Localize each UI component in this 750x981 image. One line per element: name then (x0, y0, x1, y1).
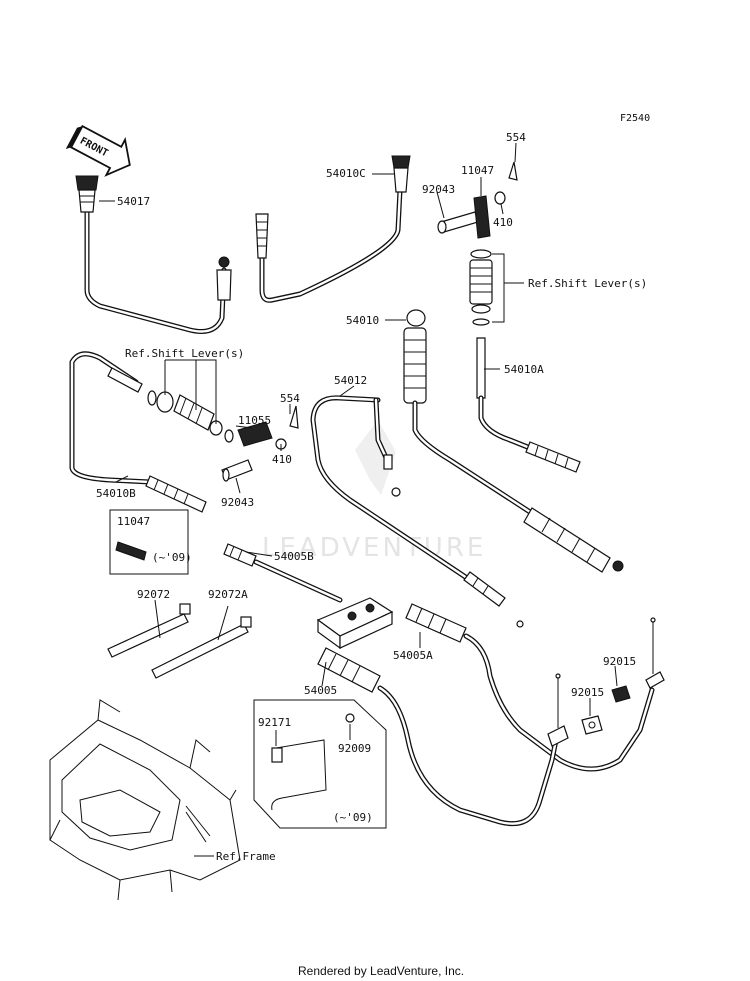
shift-lever-parts-right (437, 161, 518, 326)
callout-54005: 54005 (304, 684, 337, 697)
callout-54010a: 54010A (504, 363, 544, 376)
callout-box-note-09: (~'09) (152, 551, 192, 564)
callout-92072: 92072 (137, 588, 170, 601)
callout-54010: 54010 (346, 314, 379, 327)
box-11047-variant (109, 509, 189, 575)
straps-92072 (107, 603, 252, 679)
callout-92009: 92009 (338, 742, 371, 755)
cable-54005b (223, 543, 343, 603)
watermark-logo: LEADVENTURE (262, 420, 486, 563)
callout-ref-shift-lever-left: Ref.Shift Lever(s) (125, 347, 244, 360)
callout-54010b: 54010B (96, 487, 136, 500)
callout-54017: 54017 (117, 195, 150, 208)
cable-54010c (255, 155, 411, 303)
callout-410-mid: 410 (272, 453, 292, 466)
callout-ref-shift-lever-right: Ref.Shift Lever(s) (528, 277, 647, 290)
callout-54005b: 54005B (274, 550, 314, 563)
callout-54010c: 54010C (326, 167, 366, 180)
cable-54005 (317, 647, 569, 827)
front-arrow-icon: FRONT (65, 124, 131, 177)
cable-54012 (310, 395, 524, 628)
leader-lines (99, 142, 618, 857)
callout-54012: 54012 (334, 374, 367, 387)
cable-54010a (476, 337, 581, 473)
callout-11047-box: 11047 (117, 515, 150, 528)
callout-92171: 92171 (258, 716, 291, 729)
callout-92043-top: 92043 (422, 183, 455, 196)
cable-54017 (75, 175, 232, 334)
figure-code: F2540 (620, 113, 650, 124)
callout-92043-mid: 92043 (221, 496, 254, 509)
shift-lever-parts-left (147, 390, 299, 482)
nut-92015-a (611, 685, 631, 703)
callout-92072a: 92072A (208, 588, 248, 601)
nut-92015-b (581, 715, 603, 735)
callout-92015-a: 92015 (603, 655, 636, 668)
cable-junction-block (316, 597, 394, 650)
render-credit: Rendered by LeadVenture, Inc. (298, 964, 464, 978)
callout-92015-b: 92015 (571, 686, 604, 699)
callout-554-top: 554 (506, 131, 526, 144)
watermark-text: LEADVENTURE (262, 533, 486, 563)
callout-ref-frame: Ref.Frame (216, 850, 276, 863)
callout-410-top: 410 (493, 216, 513, 229)
frame-sketch (49, 699, 241, 901)
cable-54005a (405, 603, 665, 772)
callout-554-mid: 554 (280, 392, 300, 405)
cable-54010b (69, 351, 207, 513)
box-clip-92171 (253, 699, 387, 829)
callout-11055: 11055 (238, 414, 271, 427)
callout-54005a: 54005A (393, 649, 433, 662)
cable-54010 (403, 309, 624, 573)
callout-11047-top: 11047 (461, 164, 494, 177)
callout-box2-note-09: (~'09) (333, 811, 373, 824)
